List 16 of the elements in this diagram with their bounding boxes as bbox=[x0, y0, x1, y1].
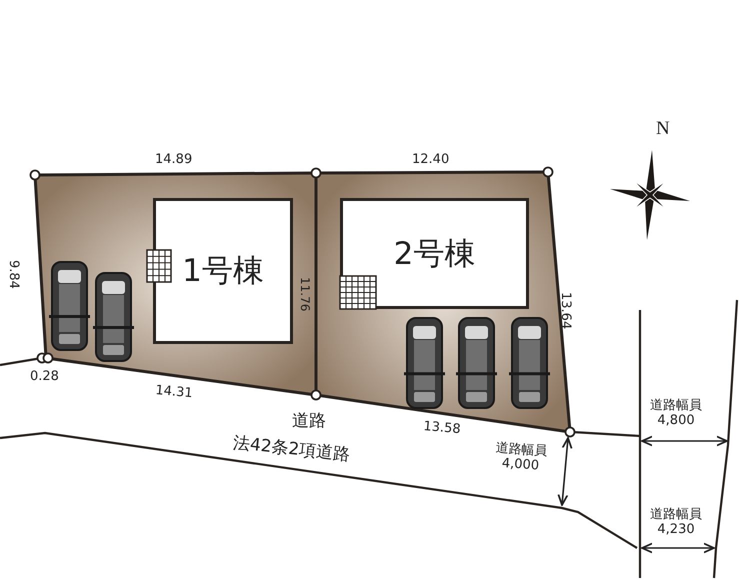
north-label: N bbox=[656, 118, 670, 140]
road-label: 法42条2項道路 bbox=[232, 434, 351, 466]
road-label: 道路 bbox=[292, 412, 326, 432]
dimension-label: 0.28 bbox=[30, 370, 59, 385]
dimension-label: 12.40 bbox=[412, 153, 450, 168]
dimension-label: 13.58 bbox=[422, 420, 462, 438]
building-box: 1号棟 bbox=[153, 198, 293, 344]
dimension-label: 14.31 bbox=[154, 384, 194, 402]
dimension-label: 14.89 bbox=[155, 153, 192, 168]
building-box: 2号棟 bbox=[340, 198, 529, 309]
road-width-label: 道路幅員 4,800 bbox=[649, 399, 703, 429]
road-width-label: 道路幅員 4,000 bbox=[494, 441, 549, 476]
road-width-label: 道路幅員 4,230 bbox=[649, 508, 703, 538]
dimension-label: 11.76 bbox=[297, 277, 311, 312]
dimension-label: 13.64 bbox=[557, 292, 572, 330]
dimension-label: 9.84 bbox=[5, 260, 20, 289]
